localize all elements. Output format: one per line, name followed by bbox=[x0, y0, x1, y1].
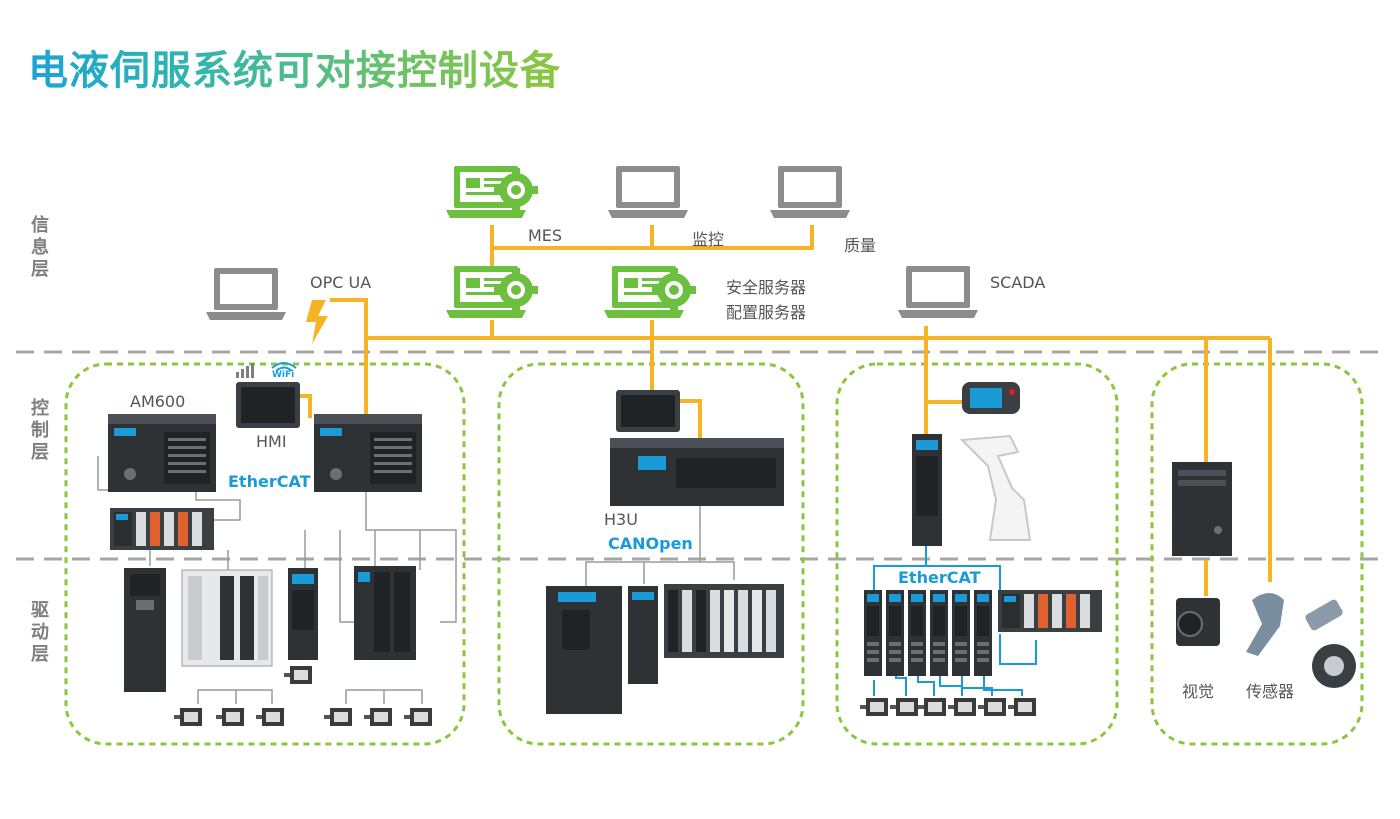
motor-icon bbox=[284, 666, 312, 684]
motor-icon bbox=[256, 708, 284, 726]
label-am600: AM600 bbox=[130, 392, 186, 411]
page-title: 电液伺服系统可对接控制设备 bbox=[28, 38, 561, 96]
vfd-small-icon bbox=[628, 586, 658, 684]
ec-servo-drive-icon bbox=[974, 590, 992, 676]
group-sensing bbox=[1150, 362, 1364, 746]
ec-servo-drive-icon bbox=[886, 590, 904, 676]
motor-icon bbox=[404, 708, 432, 726]
mes-server-icon bbox=[446, 166, 538, 218]
industrial-pc-icon bbox=[1172, 462, 1232, 556]
label-quality: 质量 bbox=[844, 236, 877, 255]
ec-servo-drive-icon bbox=[952, 590, 970, 676]
ec-servo-drive-icon bbox=[930, 590, 948, 676]
network-bus bbox=[300, 225, 1272, 596]
label-ethercat-right: EtherCAT bbox=[898, 568, 981, 587]
layer-label-control: 控制层 bbox=[31, 398, 49, 463]
am600-plc-2-icon bbox=[314, 414, 422, 492]
server-stack-icon bbox=[446, 266, 538, 318]
ec-io-module-icon bbox=[998, 590, 1102, 632]
label-canopen: CANOpen bbox=[608, 534, 693, 553]
safety-server-icon bbox=[604, 266, 696, 318]
layer-label-drive: 驱动层 bbox=[31, 600, 49, 665]
label-h3u: H3U bbox=[604, 510, 638, 529]
label-mes: MES bbox=[528, 226, 563, 245]
label-sensor: 传感器 bbox=[1246, 682, 1295, 701]
label-opcua: OPC UA bbox=[310, 273, 372, 292]
label-vision: 视觉 bbox=[1182, 682, 1215, 701]
signal-icon bbox=[236, 363, 254, 378]
motor-icon bbox=[364, 708, 392, 726]
quality-laptop-icon bbox=[770, 166, 850, 218]
wifi-icon bbox=[271, 362, 297, 372]
ec-servo-drive-icon bbox=[864, 590, 882, 676]
group-robot bbox=[835, 362, 1119, 746]
label-hmi: HMI bbox=[256, 432, 287, 451]
motor-icon bbox=[324, 708, 352, 726]
am600-io-module-icon bbox=[110, 508, 214, 550]
lightning-icon bbox=[306, 300, 328, 344]
am600-wiring bbox=[97, 456, 457, 704]
sensor-probe-icon bbox=[1246, 593, 1284, 656]
ec-servo-drive-icon bbox=[908, 590, 926, 676]
scada-laptop-icon bbox=[898, 266, 978, 318]
motor-icon bbox=[948, 698, 976, 716]
label-config-server: 配置服务器 bbox=[726, 303, 807, 322]
proximity-sensor-icon bbox=[1305, 599, 1343, 631]
label-monitor: 监控 bbox=[692, 230, 725, 249]
group-am600 bbox=[64, 362, 466, 746]
am600-plc-icon bbox=[108, 414, 216, 492]
motor-icon bbox=[860, 698, 888, 716]
label-wifi: WiFi bbox=[272, 370, 295, 380]
label-ethercat-left: EtherCAT bbox=[228, 472, 311, 491]
motor-icon bbox=[890, 698, 918, 716]
motor-icon bbox=[918, 698, 946, 716]
robot-arm-icon bbox=[959, 434, 1032, 541]
layer-label-info: 信息层 bbox=[31, 215, 49, 280]
opcua-laptop-icon bbox=[206, 268, 286, 320]
motor-icon bbox=[978, 698, 1006, 716]
label-scada: SCADA bbox=[990, 273, 1046, 292]
motor-icon bbox=[1008, 698, 1036, 716]
h3u-wiring bbox=[585, 506, 735, 594]
motor-icon bbox=[216, 708, 244, 726]
motor-icon bbox=[174, 708, 202, 726]
label-safety-server: 安全服务器 bbox=[726, 278, 807, 297]
monitor-laptop-icon bbox=[608, 166, 688, 218]
